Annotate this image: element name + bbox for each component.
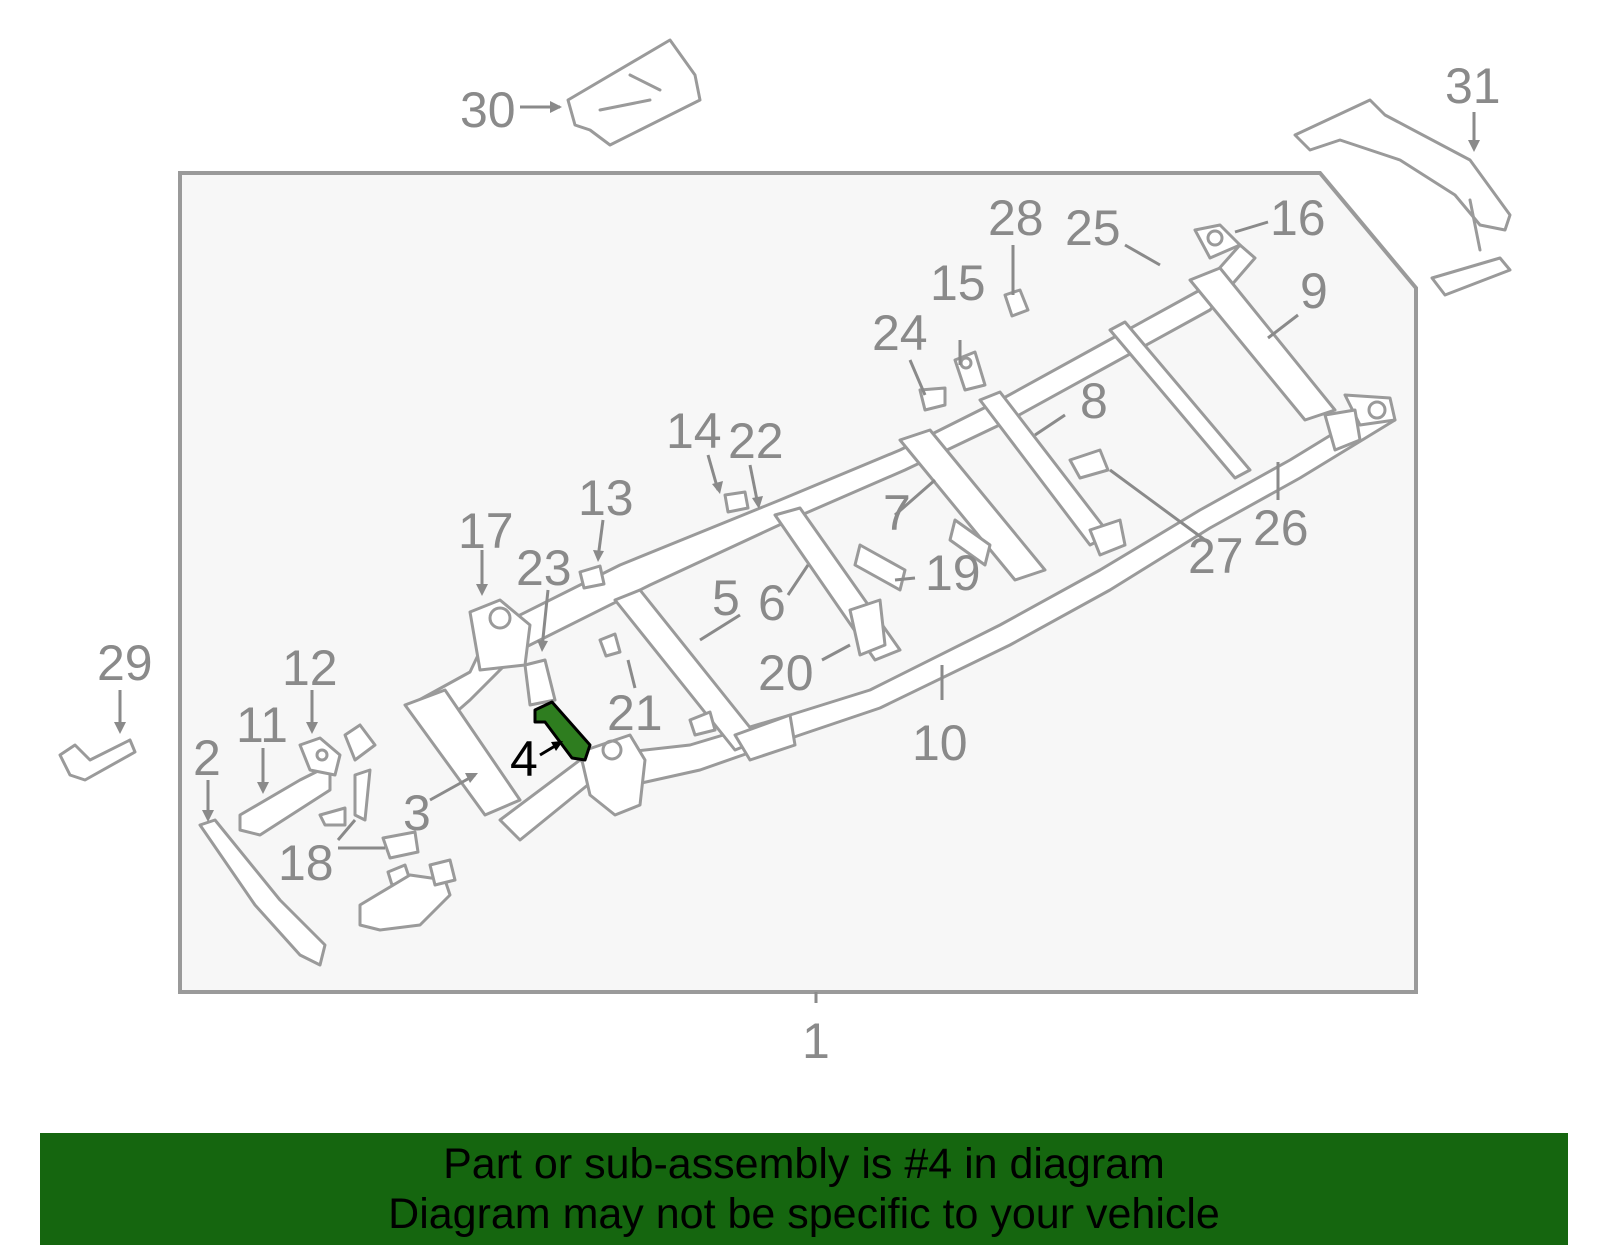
label-15: 15 (930, 255, 986, 311)
label-26: 26 (1253, 500, 1309, 556)
label-28: 28 (988, 190, 1044, 246)
banner-line-2: Diagram may not be specific to your vehi… (388, 1190, 1220, 1238)
label-12: 12 (282, 640, 338, 696)
label-18: 18 (278, 835, 334, 891)
label-16: 16 (1270, 190, 1326, 246)
label-21: 21 (607, 685, 663, 741)
label-30: 30 (460, 82, 516, 138)
label-1: 1 (802, 1013, 830, 1069)
callout-labels: 30 31 29 2 11 12 18 3 4 17 23 13 21 14 2… (97, 58, 1501, 1069)
label-10: 10 (912, 715, 968, 771)
label-2: 2 (193, 730, 221, 786)
label-13: 13 (578, 470, 634, 526)
label-20: 20 (758, 645, 814, 701)
label-8: 8 (1080, 373, 1108, 429)
label-5: 5 (712, 570, 740, 626)
label-3: 3 (403, 785, 431, 841)
frame-drawing (403, 223, 1397, 842)
label-11: 11 (236, 697, 288, 753)
label-22: 22 (728, 413, 784, 469)
label-14: 14 (666, 403, 722, 459)
label-29: 29 (97, 635, 153, 691)
label-19: 19 (925, 545, 981, 601)
label-9: 9 (1300, 263, 1328, 319)
label-25: 25 (1065, 200, 1121, 256)
label-7: 7 (883, 485, 911, 541)
label-24: 24 (872, 305, 928, 361)
detached-parts (58, 38, 1512, 967)
label-27: 27 (1188, 528, 1244, 584)
label-17: 17 (458, 503, 514, 559)
part-4-highlight[interactable] (533, 700, 592, 762)
info-banner: Part or sub-assembly is #4 in diagram Di… (40, 1133, 1568, 1245)
leader-arrows (114, 101, 1480, 850)
label-31: 31 (1445, 58, 1501, 114)
label-4: 4 (510, 731, 538, 787)
banner-line-1: Part or sub-assembly is #4 in diagram (443, 1140, 1165, 1188)
label-6: 6 (758, 575, 786, 631)
label-23: 23 (516, 540, 572, 596)
